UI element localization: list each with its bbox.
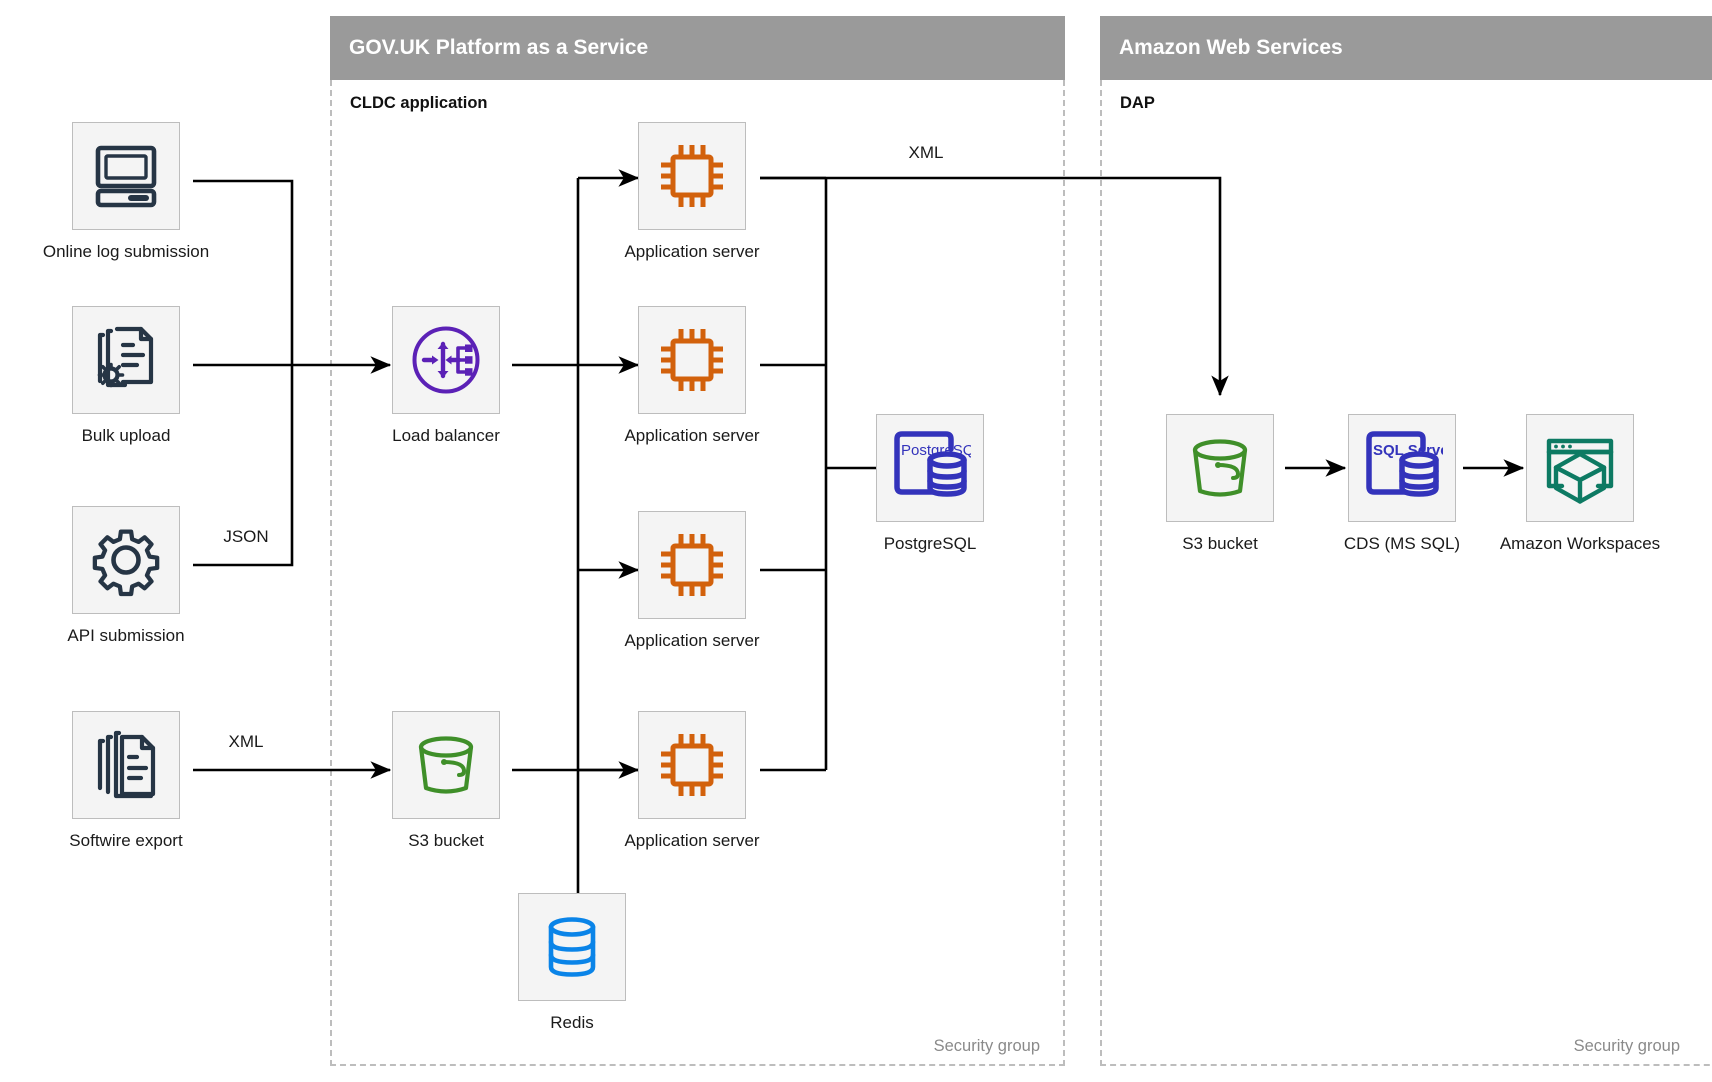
edge-api-to-trunk bbox=[193, 365, 294, 567]
node-label: S3 bucket bbox=[408, 831, 484, 850]
panel-sublabel-cldc: CLDC application bbox=[350, 94, 488, 112]
cpu-chip-icon bbox=[638, 122, 746, 230]
desktop-computer-icon bbox=[72, 122, 180, 230]
edge-label-xml-softwire: XML bbox=[228, 732, 264, 751]
gear-icon bbox=[72, 506, 180, 614]
panel-title-aws: Amazon Web Services bbox=[1119, 36, 1343, 59]
sqlserver-icon: SQL Server bbox=[1348, 414, 1456, 522]
node-label: Softwire export bbox=[69, 831, 183, 850]
documents-stack-icon bbox=[72, 711, 180, 819]
node-online-log-submission[interactable]: Online log submission bbox=[43, 122, 209, 261]
node-app-server-2[interactable]: Application server bbox=[624, 306, 760, 445]
node-label: Application server bbox=[624, 631, 760, 650]
node-app-server-3[interactable]: Application server bbox=[624, 511, 760, 650]
bucket-icon bbox=[1166, 414, 1274, 522]
panel-header-paas: GOV.UK Platform as a Service bbox=[330, 16, 1065, 80]
node-s3-bucket-paas[interactable]: S3 bucket bbox=[392, 711, 500, 850]
edge-onlinelog-to-trunk bbox=[193, 179, 294, 365]
panel-title-paas: GOV.UK Platform as a Service bbox=[349, 36, 649, 59]
node-label: Load balancer bbox=[392, 426, 500, 445]
panel-header-aws: Amazon Web Services bbox=[1100, 16, 1712, 80]
node-label: Application server bbox=[624, 242, 760, 261]
node-app-server-1[interactable]: Application server bbox=[624, 122, 760, 261]
edge-label-xml-export: XML bbox=[908, 143, 944, 162]
node-label: Application server bbox=[624, 831, 760, 850]
load-balancer-icon bbox=[392, 306, 500, 414]
node-label: Bulk upload bbox=[81, 426, 171, 445]
workspaces-cube-icon bbox=[1526, 414, 1634, 522]
node-label: API submission bbox=[67, 626, 185, 645]
postgresql-icon: PostgreSQL bbox=[876, 414, 984, 522]
bucket-icon bbox=[392, 711, 500, 819]
panel-body-paas bbox=[330, 80, 1065, 1066]
node-amazon-workspaces[interactable]: Amazon Workspaces bbox=[1500, 414, 1660, 553]
node-api-submission[interactable]: API submission bbox=[67, 506, 185, 645]
node-s3-bucket-aws[interactable]: S3 bucket bbox=[1166, 414, 1274, 553]
node-bulk-upload[interactable]: Bulk upload bbox=[72, 306, 180, 445]
node-load-balancer[interactable]: Load balancer bbox=[392, 306, 500, 445]
node-label: Redis bbox=[550, 1013, 594, 1032]
panel-sublabel-dap: DAP bbox=[1120, 94, 1155, 112]
edge-label-json: JSON bbox=[223, 527, 269, 546]
database-cylinder-icon bbox=[518, 893, 626, 1001]
node-cds-mssql[interactable]: SQL Server CDS (MS SQL) bbox=[1344, 414, 1460, 553]
cpu-chip-icon bbox=[638, 306, 746, 414]
node-label: CDS (MS SQL) bbox=[1343, 534, 1461, 553]
cpu-chip-icon bbox=[638, 511, 746, 619]
node-label: Amazon Workspaces bbox=[1499, 534, 1661, 553]
cpu-chip-icon bbox=[638, 711, 746, 819]
node-app-server-4[interactable]: Application server bbox=[624, 711, 760, 850]
node-label: Online log submission bbox=[42, 242, 210, 261]
node-softwire-export[interactable]: Softwire export bbox=[69, 711, 183, 850]
panel-body-aws bbox=[1100, 80, 1712, 1066]
node-label: Application server bbox=[624, 426, 760, 445]
security-group-label-aws: Security group bbox=[1573, 1037, 1680, 1055]
edge-app1-to-aws-s3 bbox=[760, 176, 1229, 397]
node-redis[interactable]: Redis bbox=[518, 893, 626, 1032]
security-group-label-paas: Security group bbox=[933, 1037, 1040, 1055]
document-gear-icon bbox=[72, 306, 180, 414]
node-postgresql[interactable]: PostgreSQL PostgreSQL bbox=[876, 414, 984, 553]
node-label: S3 bucket bbox=[1182, 534, 1258, 553]
node-label: PostgreSQL bbox=[883, 534, 977, 553]
